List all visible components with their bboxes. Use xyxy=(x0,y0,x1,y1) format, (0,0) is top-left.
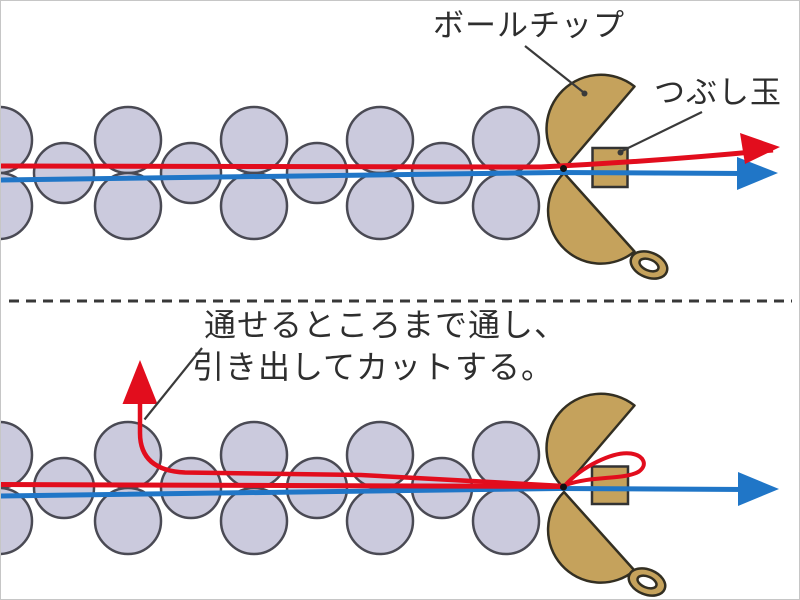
ball-tip-ring xyxy=(629,250,669,280)
red-thread-main xyxy=(1,482,564,489)
bead xyxy=(219,105,289,175)
bead xyxy=(1,171,34,241)
ball-tip-lower-shell xyxy=(546,171,636,265)
leader-line-ball-tip xyxy=(524,45,584,93)
leader-lines-top xyxy=(524,45,703,156)
bead xyxy=(219,486,289,556)
hinge-dot-top xyxy=(560,165,567,172)
ball-tip-ring xyxy=(627,567,667,597)
bead xyxy=(345,486,415,556)
bead xyxy=(93,486,163,556)
leader-line-crimp-bead xyxy=(621,111,703,152)
bead xyxy=(471,105,541,175)
bead xyxy=(159,141,223,205)
crimp-bead-square-bottom xyxy=(590,465,630,506)
instruction-text-line1: 通せるところまで通し、 xyxy=(204,306,568,344)
blue-thread-top xyxy=(1,157,778,190)
ball-tip-bottom xyxy=(545,392,667,597)
ball-tip-top xyxy=(545,73,669,280)
bead xyxy=(1,420,34,490)
bead xyxy=(219,420,289,490)
leader-dot-crimp-bead xyxy=(617,149,624,156)
bead xyxy=(93,105,163,175)
ball-tip-upper-shell xyxy=(545,392,636,490)
bead xyxy=(32,456,96,520)
crimp-bead-label: つぶし玉 xyxy=(654,75,782,111)
bead xyxy=(1,105,34,175)
red-thread-arrow-up xyxy=(122,360,158,404)
bead xyxy=(32,141,96,205)
bead xyxy=(93,171,163,241)
hinge-dot-bottom xyxy=(560,483,567,491)
red-thread-return-and-up xyxy=(137,398,564,489)
leader-dot-ball-tip xyxy=(581,90,588,97)
bead-strand-top xyxy=(1,105,541,241)
red-thread-loop xyxy=(562,451,646,488)
instruction-text-line2: 引き出してカットする。 xyxy=(192,348,555,386)
red-thread-bottom xyxy=(1,360,646,489)
bead xyxy=(1,486,34,556)
bead xyxy=(219,171,289,241)
bead xyxy=(471,420,541,490)
ball-tip-lower-shell xyxy=(546,490,636,584)
bead xyxy=(471,171,541,241)
bead xyxy=(471,486,541,556)
bead xyxy=(345,171,415,241)
leader-line-instruction xyxy=(143,347,203,421)
red-thread-top xyxy=(1,133,780,170)
bead xyxy=(345,105,415,175)
bead xyxy=(159,456,223,520)
blue-thread-arrow-right-top xyxy=(737,157,778,190)
ball-tip-upper-shell xyxy=(545,73,636,171)
ball-tip-label: ボールチップ xyxy=(433,8,625,44)
blue-thread-arrow-right-bottom xyxy=(738,472,779,506)
red-thread-arrow-right-top xyxy=(740,133,780,164)
bead xyxy=(93,420,163,490)
